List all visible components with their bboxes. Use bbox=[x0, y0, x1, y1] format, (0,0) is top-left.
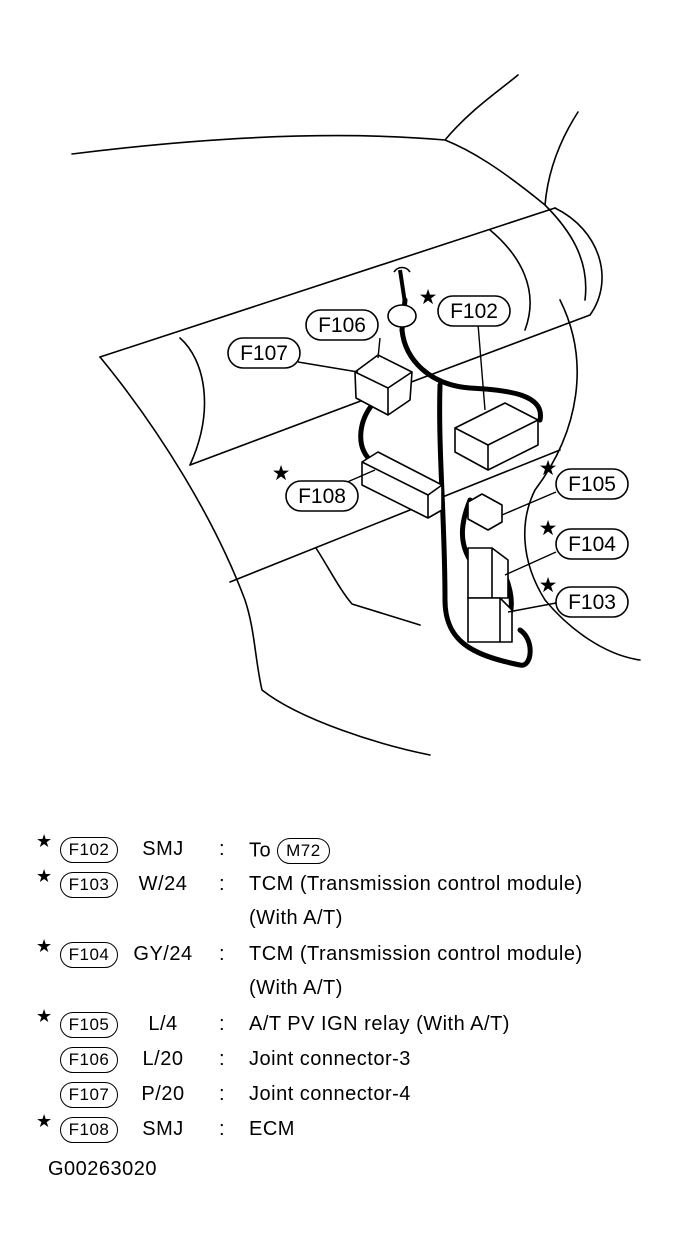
callout-f105 bbox=[555, 468, 629, 500]
callout-f106-label: F106 bbox=[318, 314, 366, 337]
connector-badge: F104 bbox=[60, 942, 118, 968]
wire-curl bbox=[393, 266, 411, 273]
connector-badge: F108 bbox=[60, 1117, 118, 1143]
f102-block bbox=[454, 402, 539, 471]
callout-f104 bbox=[555, 528, 629, 560]
right-panel-curve bbox=[523, 299, 641, 661]
callout-f103-label: F103 bbox=[568, 591, 616, 614]
star-f105: ★ bbox=[539, 457, 558, 480]
callout-f102-label: F102 bbox=[450, 300, 498, 323]
legend-row: ★ F105 L/4 : A/T PV IGN relay (With A/T) bbox=[0, 1006, 676, 1044]
separator: : bbox=[219, 1083, 226, 1105]
star-f103: ★ bbox=[539, 574, 558, 597]
harness-diagram: F106 F107 F102 F108 F105 F104 F103 ★ ★ ★… bbox=[71, 74, 641, 756]
target-connector-badge: M72 bbox=[277, 838, 330, 864]
connector-code: SMJ bbox=[142, 1118, 184, 1140]
legend-row: F107 P/20 : Joint connector-4 bbox=[0, 1080, 676, 1114]
connector-code: P/20 bbox=[141, 1083, 185, 1105]
f108-block bbox=[361, 451, 443, 519]
star-marker: ★ bbox=[36, 866, 53, 886]
callout-f103 bbox=[555, 586, 629, 618]
pillar-line-3 bbox=[544, 204, 587, 301]
connector-code: GY/24 bbox=[133, 943, 193, 965]
leader-f102 bbox=[477, 323, 486, 411]
wire-end bbox=[398, 269, 407, 304]
leader-f107 bbox=[297, 361, 359, 373]
callout-f107 bbox=[227, 337, 301, 369]
star-marker: ★ bbox=[36, 1006, 53, 1026]
dash-tube-top bbox=[99, 207, 556, 358]
leader-f103 bbox=[507, 602, 557, 613]
star-marker: ★ bbox=[36, 831, 53, 851]
star-marker: ★ bbox=[36, 1111, 53, 1131]
connector-description: Joint connector-3 bbox=[249, 1048, 411, 1070]
connector-description: ECM bbox=[249, 1118, 295, 1140]
leader-f108 bbox=[344, 469, 376, 484]
connector-badge: F105 bbox=[60, 1012, 118, 1038]
callout-f108-label: F108 bbox=[298, 485, 346, 508]
connector-code: L/4 bbox=[148, 1013, 178, 1035]
dash-upper-outline bbox=[71, 134, 546, 206]
lower-panel-edge bbox=[99, 356, 431, 756]
harness-main bbox=[399, 327, 543, 423]
separator: : bbox=[219, 873, 226, 895]
legend-row: ★ F103 W/24 : TCM (Transmission control … bbox=[0, 866, 676, 929]
connector-badge: F106 bbox=[60, 1047, 118, 1073]
f103-block bbox=[467, 597, 513, 643]
callout-f102 bbox=[437, 295, 511, 327]
dash-tube-seam-2 bbox=[489, 229, 531, 331]
connector-badge: F103 bbox=[60, 872, 118, 898]
connector-code: W/24 bbox=[138, 873, 188, 895]
pillar-line-2 bbox=[544, 111, 579, 206]
separator: : bbox=[219, 1048, 226, 1070]
star-f102: ★ bbox=[419, 286, 438, 309]
separator: : bbox=[219, 1013, 226, 1035]
star-f104: ★ bbox=[539, 517, 558, 540]
legend-row: F106 L/20 : Joint connector-3 bbox=[0, 1045, 676, 1079]
legend-row: ★ F108 SMJ : ECM bbox=[0, 1111, 676, 1149]
connector-code: L/20 bbox=[142, 1048, 184, 1070]
star-f108: ★ bbox=[272, 462, 291, 485]
connector-description-note: (With A/T) bbox=[249, 977, 343, 999]
leader-f106 bbox=[377, 337, 381, 359]
callout-f108 bbox=[285, 480, 359, 512]
separator: : bbox=[219, 1118, 226, 1140]
connector-description: A/T PV IGN relay (With A/T) bbox=[249, 1013, 510, 1035]
callout-f107-label: F107 bbox=[240, 342, 288, 365]
callout-f106 bbox=[305, 309, 379, 341]
separator: : bbox=[219, 943, 226, 965]
connector-description: TCM (Transmission control module) bbox=[249, 943, 583, 965]
connector-badge: F107 bbox=[60, 1082, 118, 1108]
pillar-line bbox=[444, 74, 519, 141]
star-marker: ★ bbox=[36, 936, 53, 956]
callout-f105-label: F105 bbox=[568, 473, 616, 496]
connector-code: SMJ bbox=[142, 838, 184, 860]
separator: : bbox=[219, 838, 226, 860]
connector-badge: F102 bbox=[60, 837, 118, 863]
harness-down bbox=[437, 382, 533, 668]
connector-description: Joint connector-4 bbox=[249, 1083, 411, 1105]
connector-description-note: (With A/T) bbox=[249, 907, 343, 929]
callout-f104-label: F104 bbox=[568, 533, 616, 556]
f104-block bbox=[467, 547, 509, 599]
description-text: To bbox=[249, 839, 272, 862]
leader-f105 bbox=[501, 491, 557, 516]
figure-id: G00263020 bbox=[48, 1158, 158, 1180]
leader-f104 bbox=[504, 551, 557, 576]
grommet-shape bbox=[387, 304, 417, 328]
dash-tube-seam-1 bbox=[179, 337, 206, 466]
dash-tube-end bbox=[554, 207, 603, 316]
legend-row: ★ F104 GY/24 : TCM (Transmission control… bbox=[0, 936, 676, 999]
connector-description: TCM (Transmission control module) bbox=[249, 873, 583, 895]
harness-f108 bbox=[358, 402, 375, 463]
f105-block bbox=[467, 493, 503, 531]
tunnel-line bbox=[315, 547, 421, 626]
lower-panel-line bbox=[229, 449, 561, 583]
